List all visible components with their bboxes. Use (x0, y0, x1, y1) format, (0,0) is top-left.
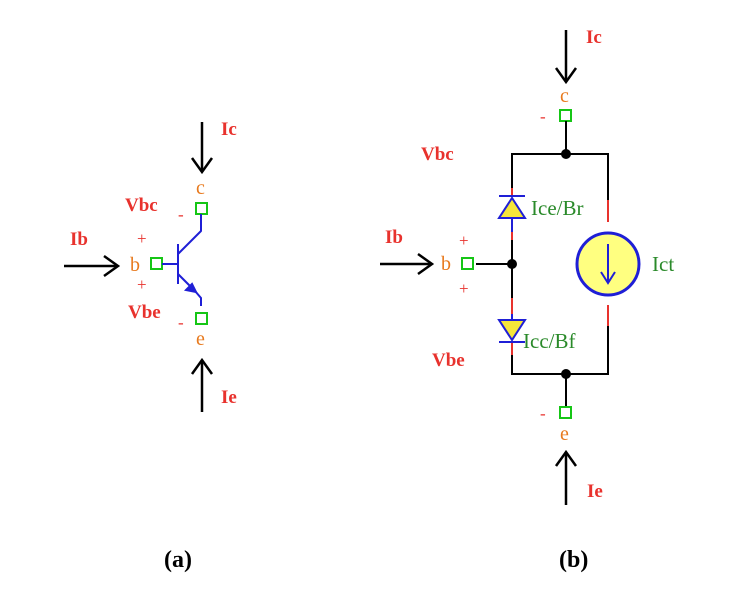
pin-c-b[interactable] (559, 109, 572, 122)
diagram-a: Ic c - Vbc + Ib b + Vbe - e (64, 119, 237, 573)
terminal-c-label-b: c (560, 85, 569, 107)
vbe-label-b: Vbe (432, 350, 465, 371)
vbe-label-a: Vbe (128, 302, 161, 323)
terminal-b-label-b: b (441, 253, 451, 275)
plus-be-a: + (137, 275, 147, 294)
pin-e-a[interactable] (195, 312, 208, 325)
source-label: Ict (652, 252, 674, 276)
minus-be-b: - (540, 404, 546, 423)
pin-e-b[interactable] (559, 406, 572, 419)
diode-top-label: Ice/Br (531, 196, 583, 220)
junction-top-b (561, 149, 571, 159)
junction-base-b (507, 259, 517, 269)
caption-a: (a) (164, 547, 192, 573)
ic-arrow-a (190, 122, 214, 175)
terminal-e-label-a: e (196, 328, 205, 350)
ie-arrow-b (554, 449, 578, 505)
junction-bottom-b (561, 369, 571, 379)
npn-transistor-icon (162, 214, 202, 306)
ib-label-a: Ib (70, 229, 88, 250)
ic-arrow-b (554, 30, 578, 85)
vbc-label-b: Vbc (421, 144, 454, 165)
pin-b-a[interactable] (150, 257, 163, 270)
terminal-c-label-a: c (196, 177, 205, 199)
ib-arrow-b (380, 252, 435, 276)
ic-label-b: Ic (586, 27, 602, 48)
diode-bottom-icon (497, 314, 527, 343)
ie-label-b: Ie (587, 481, 603, 502)
terminal-b-label-a: b (130, 254, 140, 276)
minus-bc-b: - (540, 107, 546, 126)
ic-label-a: Ic (221, 119, 237, 140)
plus-be-b: + (459, 279, 469, 298)
minus-bc-a: - (178, 205, 184, 224)
ib-arrow-a (64, 254, 121, 278)
caption-b: (b) (559, 547, 588, 573)
ib-label-b: Ib (385, 227, 403, 248)
diode-top-icon (497, 195, 527, 232)
diagram-b: Ic c - Ice/B (380, 27, 674, 573)
pin-c-a[interactable] (195, 202, 208, 215)
current-source-icon (575, 231, 641, 297)
vbc-label-a: Vbc (125, 195, 158, 216)
red-connectors-b (511, 188, 609, 355)
plus-bc-a: + (137, 229, 147, 248)
pin-b-b[interactable] (461, 257, 474, 270)
ie-arrow-a (190, 357, 214, 412)
terminal-e-label-b: e (560, 423, 569, 445)
minus-be-a: - (178, 313, 184, 332)
ie-label-a: Ie (221, 387, 237, 408)
plus-bc-b: + (459, 231, 469, 250)
diode-bottom-label: Icc/Bf (523, 329, 575, 353)
